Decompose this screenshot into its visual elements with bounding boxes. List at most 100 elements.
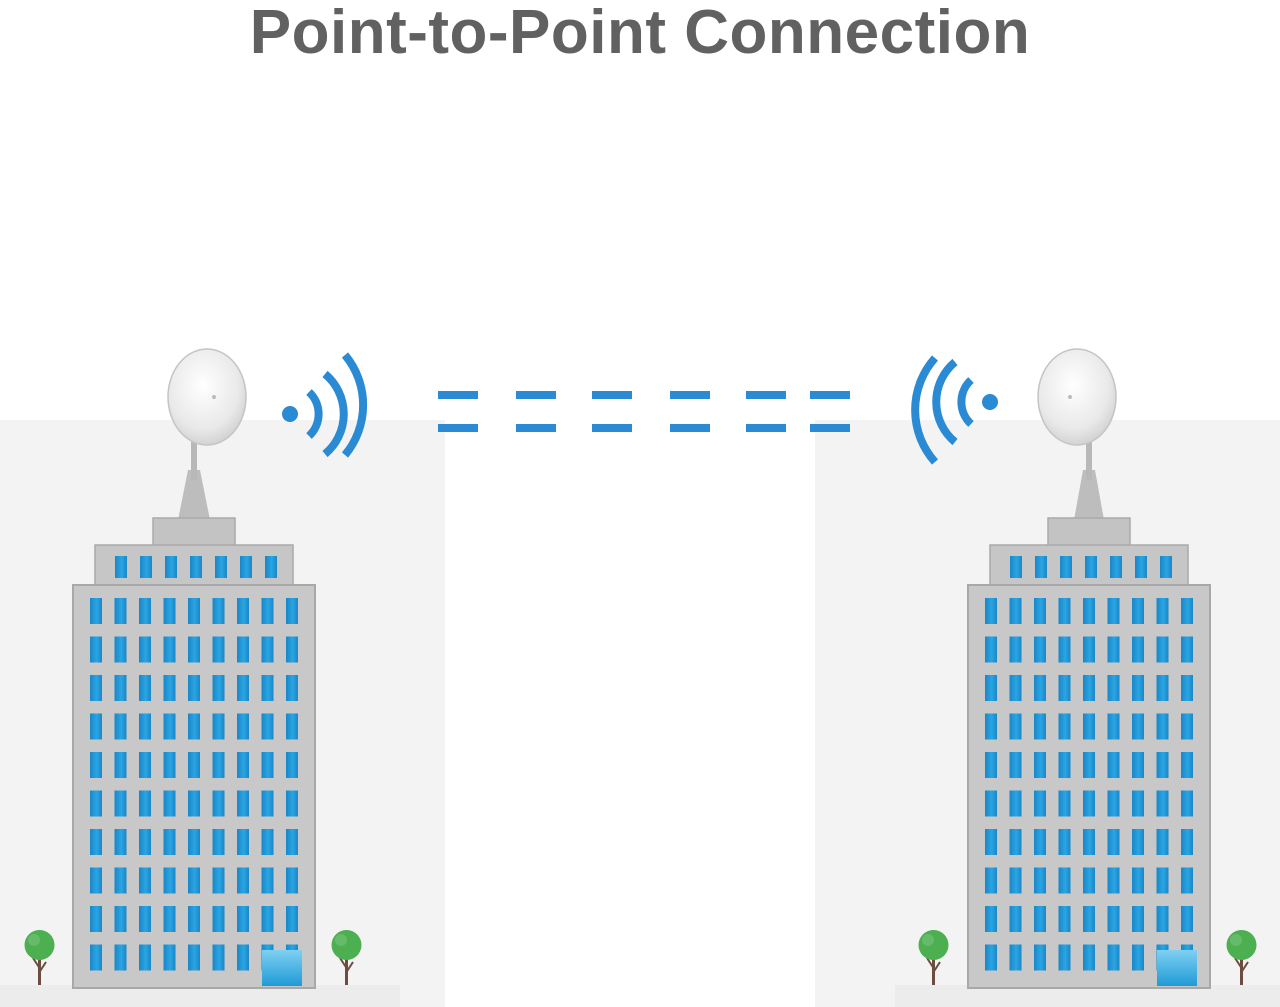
building-window [985,636,997,663]
building-window [1181,713,1193,740]
building-window [212,906,225,932]
building-window [1034,713,1046,740]
building-window [237,752,249,778]
tree-icon [1226,930,1257,985]
building-window [1058,829,1071,855]
dish-antenna-icon [167,348,247,520]
building-window [985,752,997,778]
building-window [1132,906,1144,932]
building-window [114,752,127,778]
building-window [1107,636,1120,663]
building-window [1083,675,1095,701]
building-door [262,950,302,986]
dashed-link-icon [438,391,850,432]
building-window [188,906,200,932]
building-window [237,829,249,855]
building-window [1156,829,1169,855]
building-window [1034,906,1046,932]
building-window [1156,713,1169,740]
building-window [139,752,151,778]
building-window [261,752,274,778]
building-window [1060,556,1072,578]
building-window [139,906,151,932]
building-window [237,636,249,663]
building-window [261,867,274,894]
building-window [90,636,102,663]
building-window [115,556,127,578]
building-window [114,713,127,740]
building-window [90,790,102,817]
building-window [90,598,102,624]
building-window [237,713,249,740]
building-window [1034,867,1046,894]
building-window [1156,752,1169,778]
ground-left [0,985,400,1007]
building-window [163,713,176,740]
building-window [286,675,298,701]
building-window [985,675,997,701]
building-window [237,790,249,817]
building-window [1058,752,1071,778]
building-window [1009,752,1022,778]
building-window [1034,675,1046,701]
building-window [212,713,225,740]
building-window [1083,713,1095,740]
building-window [1009,675,1022,701]
building-window [1107,752,1120,778]
building-window [1181,906,1193,932]
building-window [163,867,176,894]
building-window [237,598,249,624]
building-window [1083,790,1095,817]
building-window [188,752,200,778]
building-window [90,829,102,855]
building-window [1107,906,1120,932]
building-window [1156,636,1169,663]
building-window [286,790,298,817]
building-window [1009,598,1022,624]
building-window [1110,556,1122,578]
building-window [1034,752,1046,778]
building-window [261,829,274,855]
building-window [114,944,127,971]
building-window [265,556,277,578]
building-window [212,598,225,624]
building-window [1058,598,1071,624]
building-window [212,829,225,855]
building-window [188,713,200,740]
building-window [1009,713,1022,740]
building-window [1083,829,1095,855]
building-window [1156,867,1169,894]
building-window [1034,636,1046,663]
building-window [114,829,127,855]
building-window [114,675,127,701]
building-window [1034,790,1046,817]
building-window [261,790,274,817]
building-window [212,752,225,778]
building-window [1156,675,1169,701]
building-window [1181,598,1193,624]
building-window [1083,944,1095,971]
building-window [163,752,176,778]
building-window [1132,790,1144,817]
building-window [139,829,151,855]
building-window [1009,906,1022,932]
building-window [90,867,102,894]
building-window [1181,790,1193,817]
building-window [286,752,298,778]
building-window [286,713,298,740]
building-window [1058,790,1071,817]
building-window [90,906,102,932]
building-window [114,636,127,663]
building-window [1009,867,1022,894]
building-window [139,790,151,817]
building-window [188,944,200,971]
building-window [1132,944,1144,971]
building-window [114,906,127,932]
tree-icon [918,930,949,985]
building-window [1156,598,1169,624]
building-window [90,713,102,740]
building-window [139,713,151,740]
building-window [286,829,298,855]
dish-antenna-icon [1037,348,1117,520]
building-window [1132,636,1144,663]
